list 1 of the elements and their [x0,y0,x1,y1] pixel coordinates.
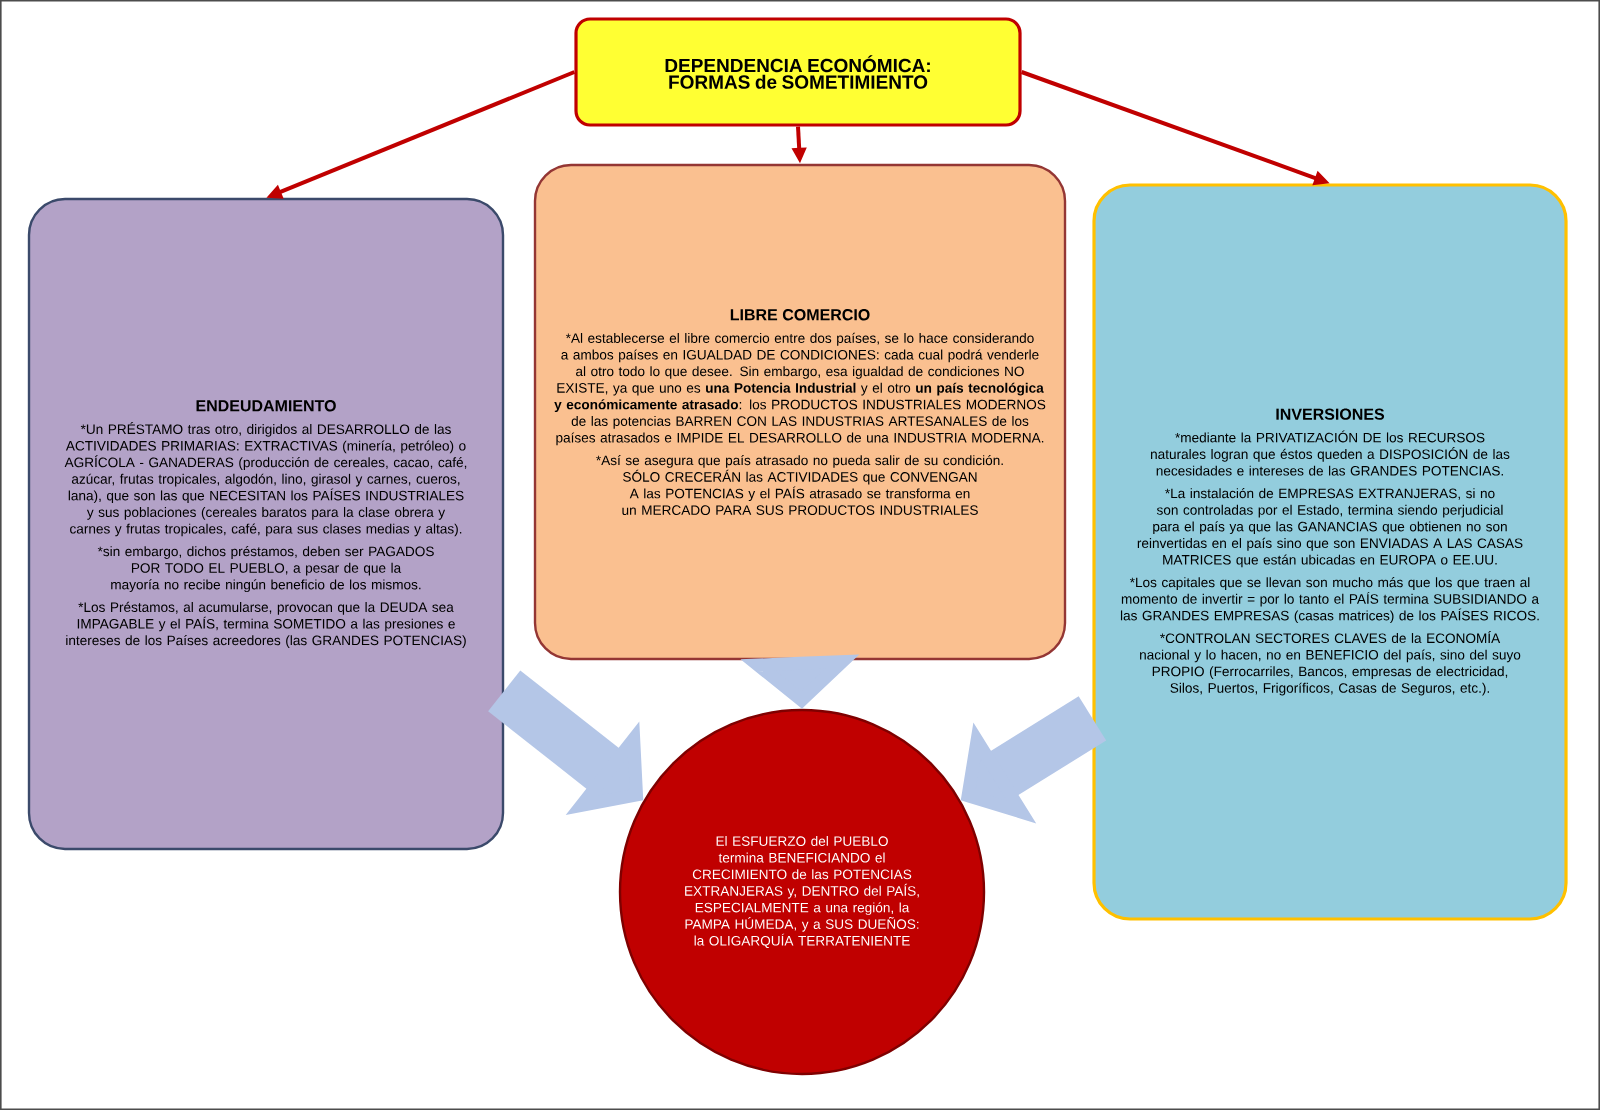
title-box: DEPENDENCIA ECONÓMICA: FORMAS de SOMETIMIENTO [574,17,1022,127]
